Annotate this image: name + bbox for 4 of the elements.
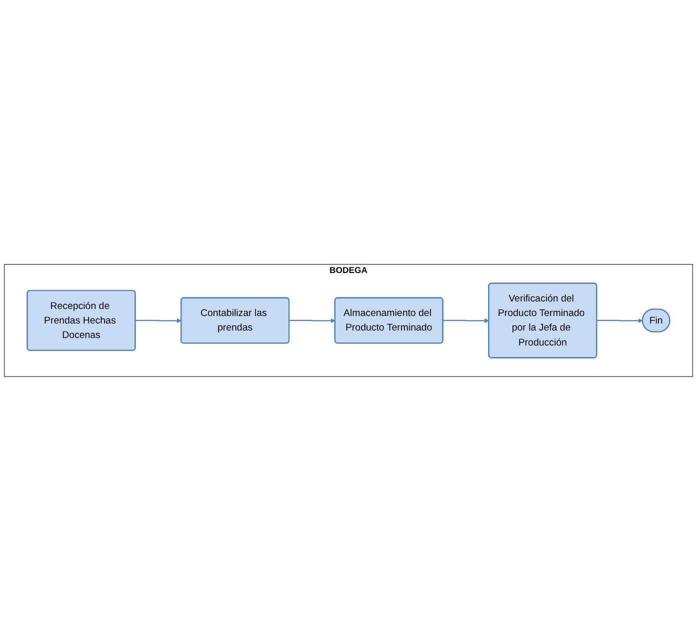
arrow bbox=[288, 318, 336, 324]
arrow bbox=[134, 318, 182, 324]
arrow bbox=[442, 318, 490, 324]
arrow bbox=[596, 318, 643, 324]
